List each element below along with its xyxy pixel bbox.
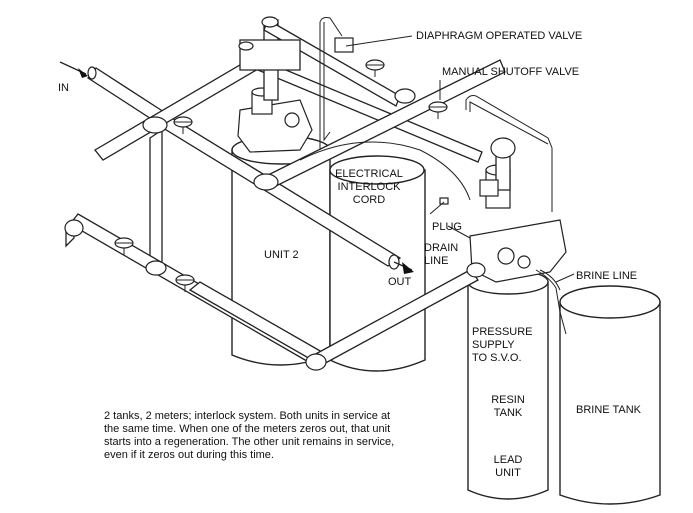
label-manual-shutoff-valve: MANUAL SHUTOFF VALVE — [442, 66, 580, 78]
label-in: IN — [58, 82, 69, 94]
pipe-fittings — [64, 16, 516, 371]
label-resin-tank: RESIN TANK — [491, 394, 525, 419]
interlock-cord — [299, 17, 553, 212]
caption: 2 tanks, 2 meters; interlock system. Bot… — [104, 410, 395, 461]
diaphragm-valves — [334, 37, 499, 197]
label-electrical-interlock-cord: ELECTRICAL INTERLOCK CORD — [335, 168, 403, 206]
label-diaphragm-valve: DIAPHRAGM OPERATED VALVE — [416, 30, 583, 42]
label-out: OUT — [388, 276, 412, 288]
manual-valve-handwheels — [114, 41, 448, 292]
label-brine-tank: BRINE TANK — [576, 404, 641, 416]
brine-line — [535, 269, 567, 335]
label-lead-unit: LEAD UNIT — [493, 454, 523, 479]
flow-arrows — [59, 61, 414, 274]
label-unit-2: UNIT 2 — [264, 249, 299, 261]
vertical-risers — [239, 19, 511, 191]
label-plug: PLUG — [432, 221, 462, 233]
label-drain-line: DRAIN LINE — [424, 242, 459, 267]
main-header — [65, 51, 506, 367]
leader-lines — [345, 35, 575, 283]
label-brine-line: BRINE LINE — [576, 270, 638, 282]
label-pressure-supply: PRESSURE SUPPLY TO S.V.O. — [472, 326, 533, 364]
brine-tank — [559, 285, 661, 505]
